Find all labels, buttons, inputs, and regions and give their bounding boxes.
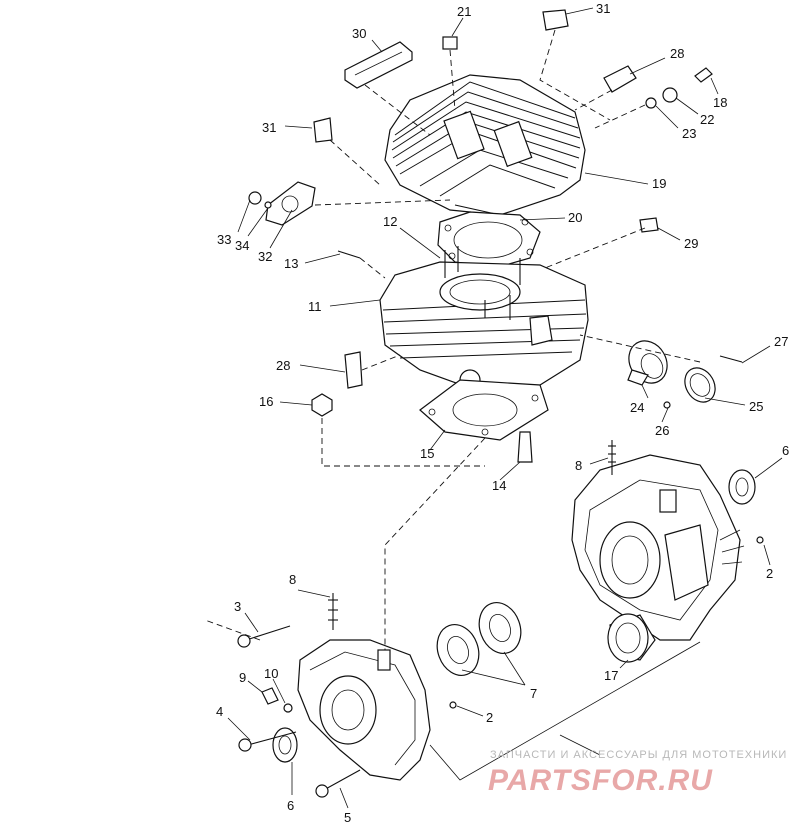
callout-18: 18 bbox=[713, 95, 727, 110]
callout-6-right: 6 bbox=[782, 443, 789, 458]
callout-33: 33 bbox=[217, 232, 231, 247]
crankcase-right bbox=[571, 440, 745, 661]
callout-22: 22 bbox=[700, 112, 714, 127]
base-gasket bbox=[419, 379, 549, 441]
callout-9: 9 bbox=[239, 670, 246, 685]
callout-11: 11 bbox=[308, 299, 322, 314]
assembly-lines bbox=[204, 29, 701, 650]
callout-8-right: 8 bbox=[575, 458, 582, 473]
cylinder-head bbox=[384, 74, 586, 223]
callout-34: 34 bbox=[235, 238, 249, 253]
callout-7: 7 bbox=[530, 686, 537, 701]
crankcase-gasket-17 bbox=[607, 613, 649, 663]
callout-21: 21 bbox=[457, 4, 471, 19]
watermark-brand: PARTSFOR.RU bbox=[488, 764, 713, 797]
crankcase-left bbox=[297, 593, 431, 781]
callout-2-right: 2 bbox=[766, 566, 773, 581]
callout-8-left: 8 bbox=[289, 572, 296, 587]
callout-15: 15 bbox=[420, 446, 434, 461]
intake-boot bbox=[627, 340, 716, 403]
callouts: 21 31 30 28 18 22 23 31 19 20 12 33 34 3… bbox=[216, 1, 789, 825]
callout-32: 32 bbox=[258, 249, 272, 264]
callout-16: 16 bbox=[259, 394, 273, 409]
callout-6-left: 6 bbox=[287, 798, 294, 813]
callout-30: 30 bbox=[352, 26, 366, 41]
watermark: ЗАПЧАСТИ И АКСЕССУАРЫ ДЛЯ МОТОТЕХНИКИ PA… bbox=[488, 749, 787, 797]
callout-27: 27 bbox=[774, 334, 788, 349]
callout-20: 20 bbox=[568, 210, 582, 225]
callout-5: 5 bbox=[344, 810, 351, 825]
callout-14: 14 bbox=[492, 478, 506, 493]
oil-seals bbox=[272, 469, 756, 763]
callout-17: 17 bbox=[604, 668, 618, 683]
callout-10: 10 bbox=[264, 666, 278, 681]
callout-4: 4 bbox=[216, 704, 223, 719]
callout-29: 29 bbox=[684, 236, 698, 251]
callout-2-left: 2 bbox=[486, 710, 493, 725]
watermark-tagline: ЗАПЧАСТИ И АКСЕССУАРЫ ДЛЯ МОТОТЕХНИКИ bbox=[490, 749, 787, 761]
cylinder bbox=[379, 246, 589, 391]
main-bearings bbox=[436, 602, 522, 676]
callout-31-left: 31 bbox=[262, 120, 276, 135]
callout-31-top: 31 bbox=[596, 1, 610, 16]
callout-25: 25 bbox=[749, 399, 763, 414]
callout-13: 13 bbox=[284, 256, 298, 271]
callout-12: 12 bbox=[383, 214, 397, 229]
callout-19: 19 bbox=[652, 176, 666, 191]
callout-28-left: 28 bbox=[276, 358, 290, 373]
callout-28-top: 28 bbox=[670, 46, 684, 61]
callout-3: 3 bbox=[234, 599, 241, 614]
callout-26: 26 bbox=[655, 423, 669, 438]
callout-24: 24 bbox=[630, 400, 644, 415]
leader-lines bbox=[227, 7, 783, 809]
head-gasket bbox=[437, 211, 541, 269]
callout-23: 23 bbox=[682, 126, 696, 141]
